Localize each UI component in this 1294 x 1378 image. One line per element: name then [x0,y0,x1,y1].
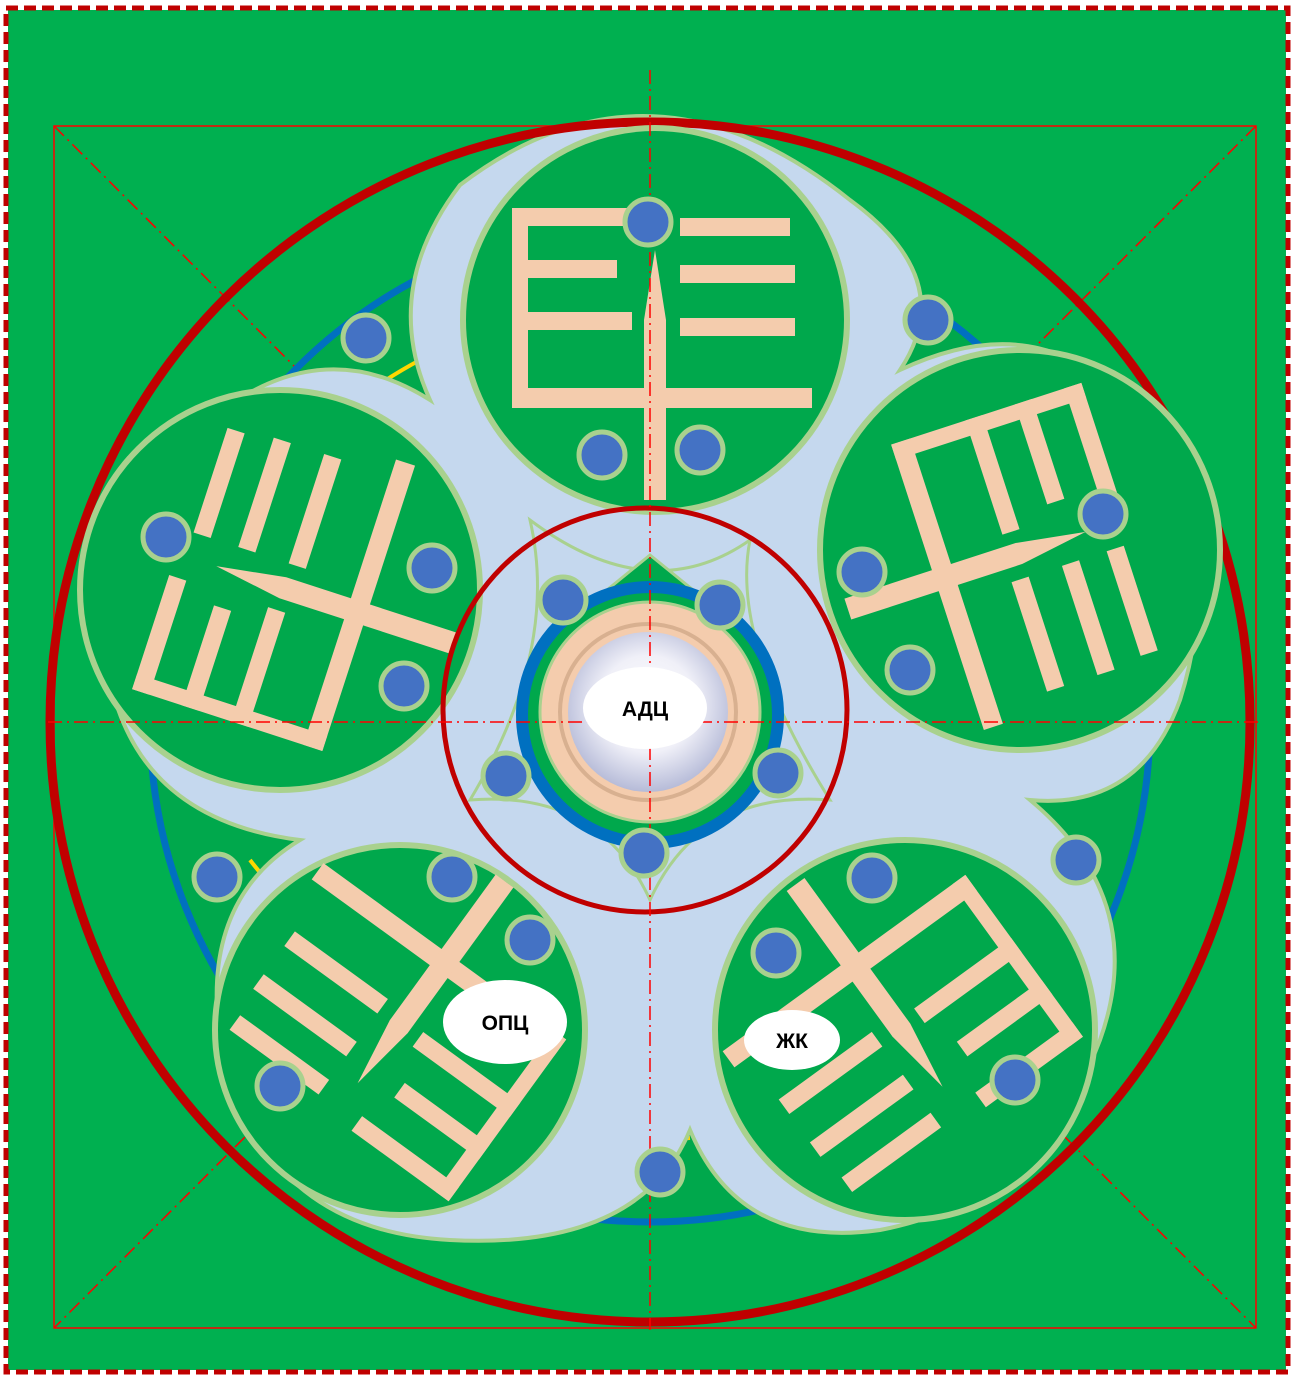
node [992,1057,1038,1103]
node [625,199,671,245]
node [755,750,801,796]
node [507,917,553,963]
pod-top [463,128,847,512]
label-center-text: АДЦ [622,698,669,721]
label-lower-right-text: ЖК [775,1030,808,1053]
label-lower-right: ЖК [744,1010,840,1070]
node [540,577,586,623]
label-lower-left: ОПЦ [443,980,567,1064]
node [887,647,933,693]
node [257,1063,303,1109]
node [849,855,895,901]
node [1080,491,1126,537]
label-center: АДЦ [583,667,707,749]
node [839,549,885,595]
node [143,514,189,560]
label-lower-left-text: ОПЦ [482,1012,529,1035]
node [1053,837,1099,883]
node [697,582,743,628]
node [905,297,951,343]
node [409,545,455,591]
node [753,930,799,976]
node [483,753,529,799]
node [621,830,667,876]
node [637,1149,683,1195]
node [381,663,427,709]
node [677,427,723,473]
node [579,432,625,478]
node [194,854,240,900]
node [429,854,475,900]
node [343,315,389,361]
